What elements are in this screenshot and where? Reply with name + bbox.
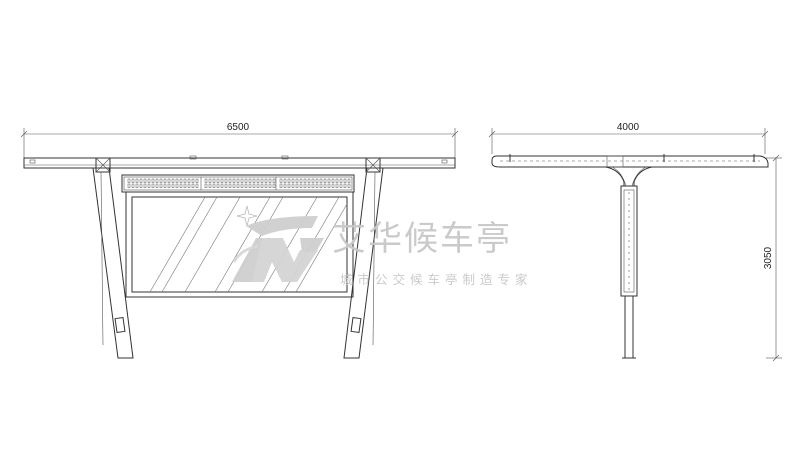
watermark-company-name: 艾华候车亭	[332, 219, 512, 259]
front-width-dimension: 6500	[20, 122, 459, 158]
watermark-slogan: 城市公交候车亭制造专家	[340, 272, 533, 287]
watermark: 艾华候车亭 城市公交候车亭制造专家	[232, 216, 533, 287]
light-box	[121, 174, 355, 193]
side-height-dimension: 3050	[763, 154, 782, 362]
roof-beam	[23, 155, 456, 169]
ah-logo-icon	[232, 216, 324, 282]
side-view: 4000 3050	[488, 122, 782, 362]
side-column	[605, 166, 653, 359]
right-base-plate	[350, 316, 362, 334]
side-canopy	[491, 154, 769, 168]
side-width-dimension: 4000	[488, 122, 769, 154]
side-height-label: 3050	[763, 246, 774, 269]
front-view: 6500	[20, 122, 459, 359]
front-width-label: 6500	[227, 122, 250, 133]
side-width-label: 4000	[617, 122, 640, 133]
left-base-plate	[114, 316, 126, 334]
left-post	[92, 157, 134, 359]
right-post	[343, 157, 384, 359]
